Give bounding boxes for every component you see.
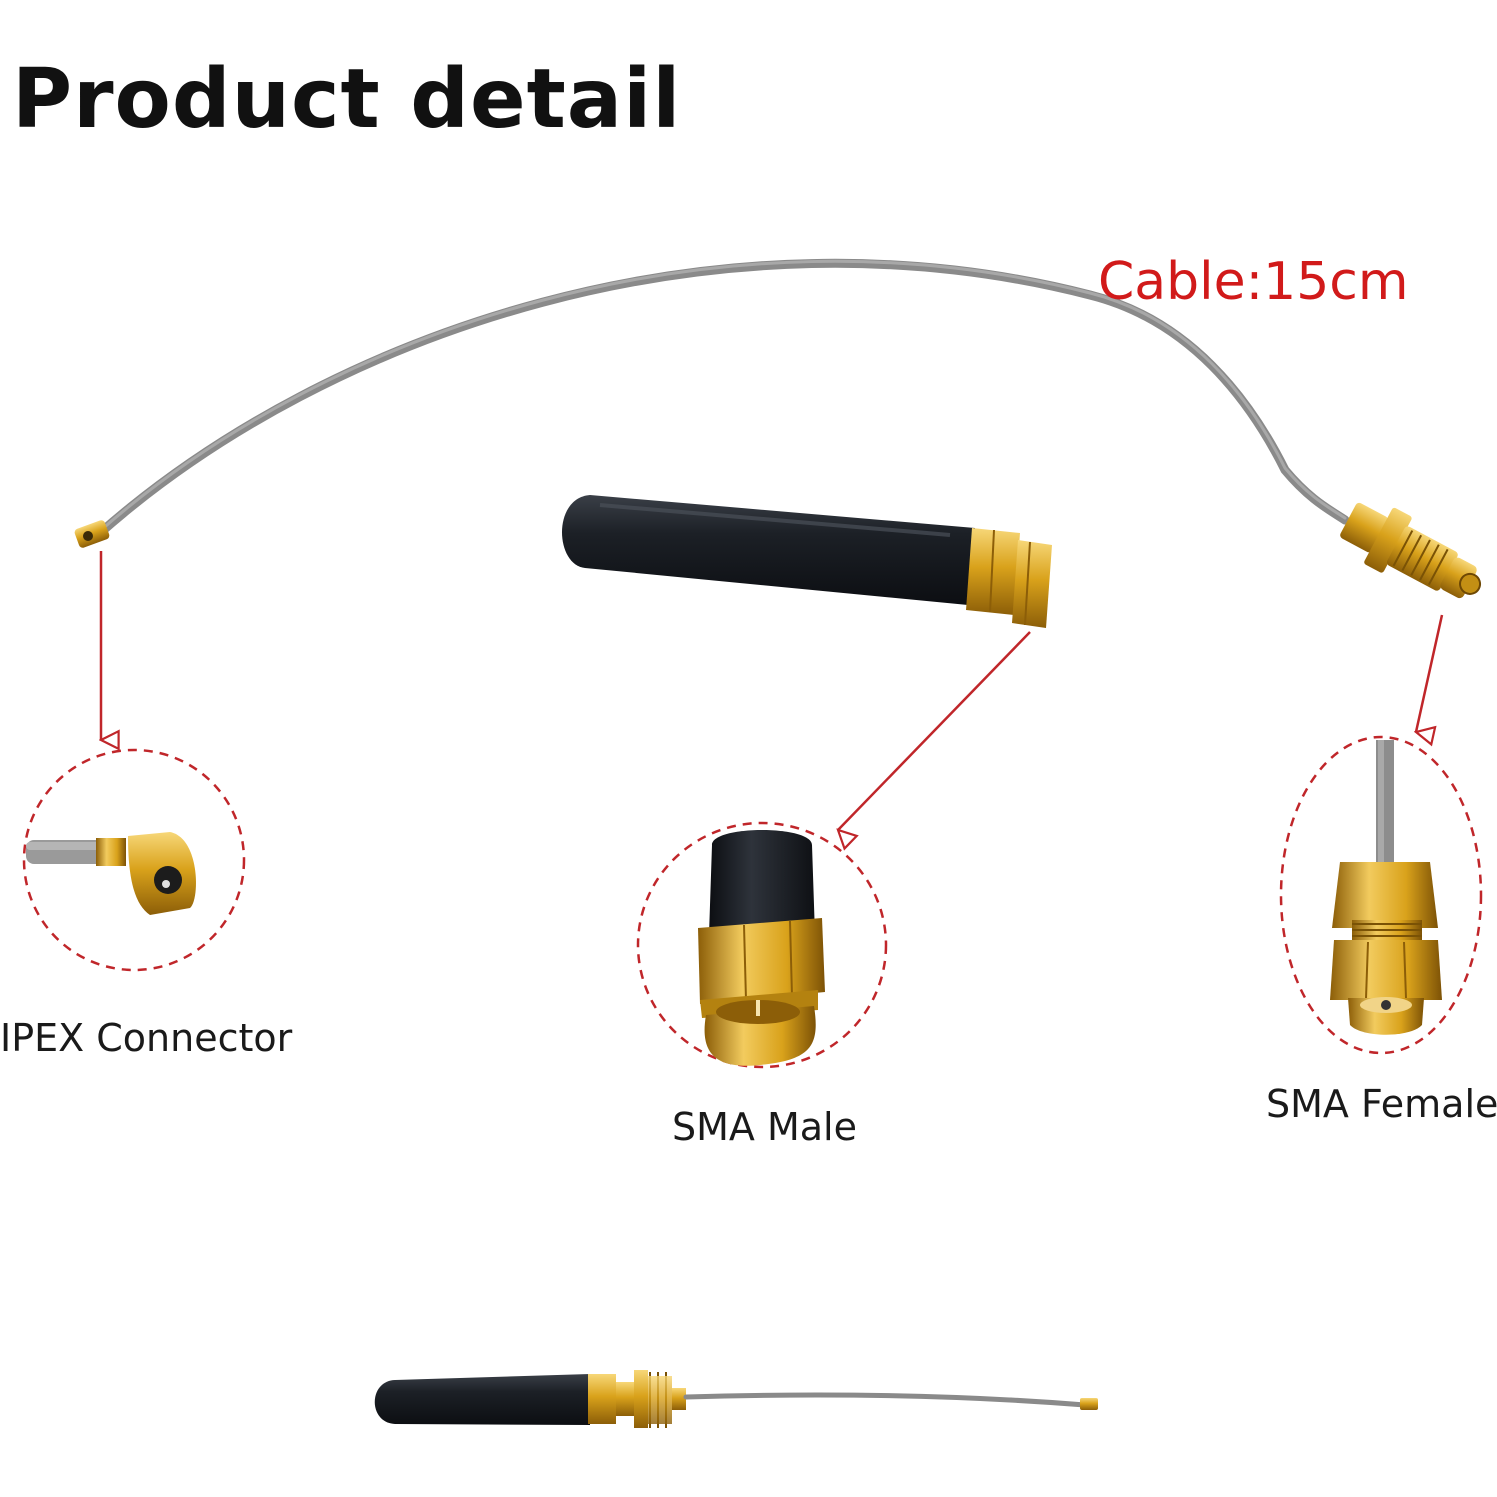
arrow-down-icon (1416, 614, 1444, 732)
cable-length-label: Cable:15cm (1098, 252, 1409, 312)
ipex-connector-caption: IPEX Connector (0, 1016, 293, 1060)
sma-male-connector-icon (966, 528, 1052, 628)
assembled-antenna-icon (374, 1370, 1098, 1428)
ipex-connector-icon (26, 832, 196, 915)
callout-lines (101, 551, 1444, 830)
sma-female-connector-icon (1340, 502, 1482, 599)
sma-male-connector-icon (698, 830, 825, 1066)
ipex-detail-circle (22, 748, 246, 972)
detail-circles (22, 735, 1483, 1069)
ipex-connector-icon (74, 520, 110, 548)
sma-female-detail-circle (1279, 735, 1483, 1055)
arrow-down-icon (838, 631, 1031, 830)
page-title: Product detail (12, 52, 682, 147)
sma-female-caption: SMA Female (1266, 1082, 1497, 1126)
antenna-icon (561, 495, 975, 605)
cable-icon (95, 258, 1350, 538)
sma-male-detail-circle (636, 821, 888, 1069)
sma-male-caption: SMA Male (672, 1105, 857, 1149)
sma-female-connector-icon (1330, 740, 1442, 1035)
